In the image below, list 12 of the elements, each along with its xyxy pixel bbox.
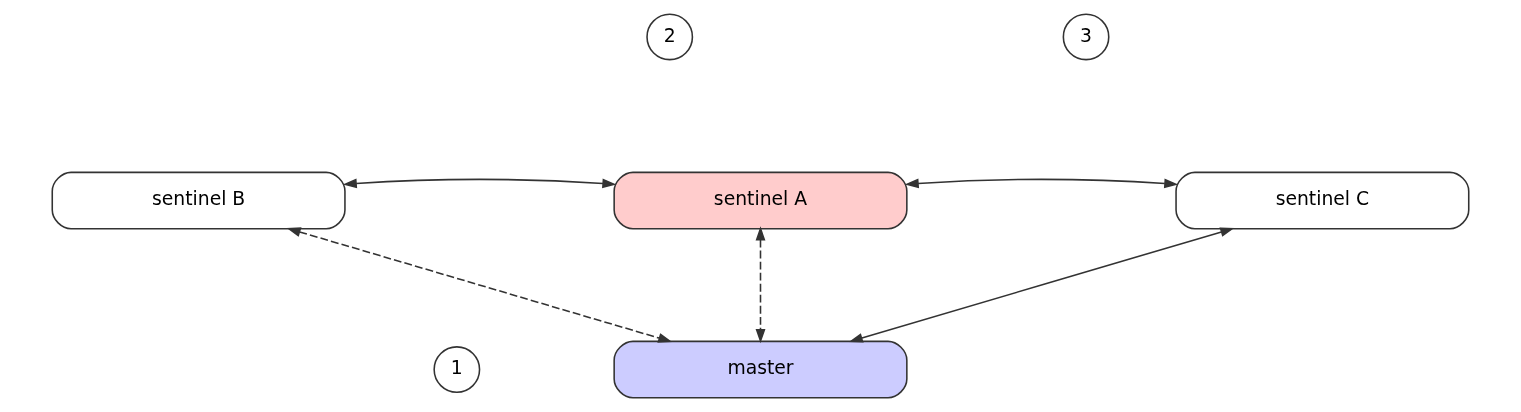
arrow xyxy=(342,178,617,189)
label: 2 xyxy=(663,24,676,46)
arrow xyxy=(904,178,1179,189)
node-box: sentinel B xyxy=(51,171,346,230)
label: 1 xyxy=(450,357,463,379)
arrow xyxy=(286,227,673,343)
label: 3 xyxy=(1080,24,1093,46)
node-box: master xyxy=(613,340,908,399)
node-box: sentinel C xyxy=(1175,171,1470,230)
arrow xyxy=(848,227,1235,343)
arrow xyxy=(755,226,766,344)
node-box: sentinel A xyxy=(613,171,908,230)
